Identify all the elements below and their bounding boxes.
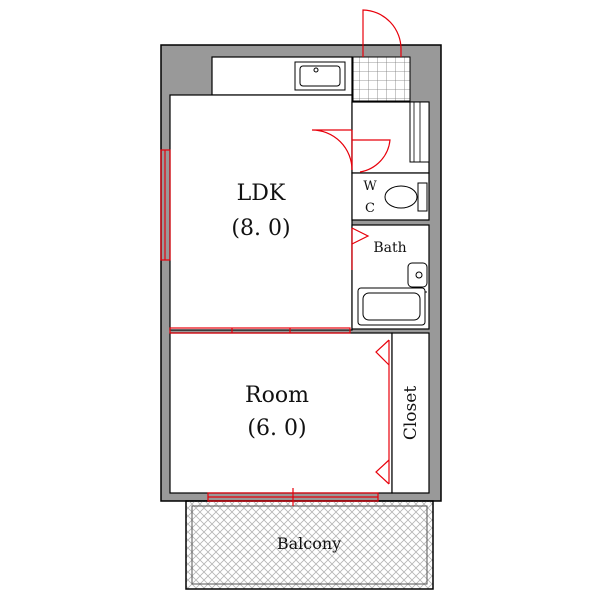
- room-size-label: (6. 0): [247, 416, 306, 441]
- entrance-door: [362, 9, 402, 57]
- bathtub: [357, 287, 426, 326]
- balcony-area: [185, 500, 434, 590]
- closet-door-top: [375, 339, 390, 366]
- wc-label-c: C: [365, 201, 375, 216]
- hall-door: [311, 129, 353, 171]
- wc-label-w: W: [363, 179, 377, 194]
- bath-label: Bath: [373, 240, 406, 256]
- doors-and-windows: [160, 9, 402, 506]
- bath-door: [351, 227, 370, 245]
- balcony-label: Balcony: [277, 534, 341, 553]
- closet-door-bottom: [375, 459, 390, 485]
- toilet: [384, 182, 428, 212]
- kitchen-sink: [294, 61, 346, 91]
- ldk-label: LDK: [237, 181, 286, 206]
- room-area: [169, 332, 393, 494]
- wc-door: [352, 139, 391, 173]
- ldk-room-slider: [169, 327, 351, 334]
- shoe-cabinet: [409, 101, 430, 163]
- closet-label: Closet: [401, 386, 421, 440]
- closet-area: [391, 332, 430, 494]
- ldk-size-label: (8. 0): [231, 216, 290, 241]
- entrance-tile: [352, 56, 411, 102]
- ldk-area: [169, 94, 353, 331]
- room-label: Room: [245, 383, 309, 408]
